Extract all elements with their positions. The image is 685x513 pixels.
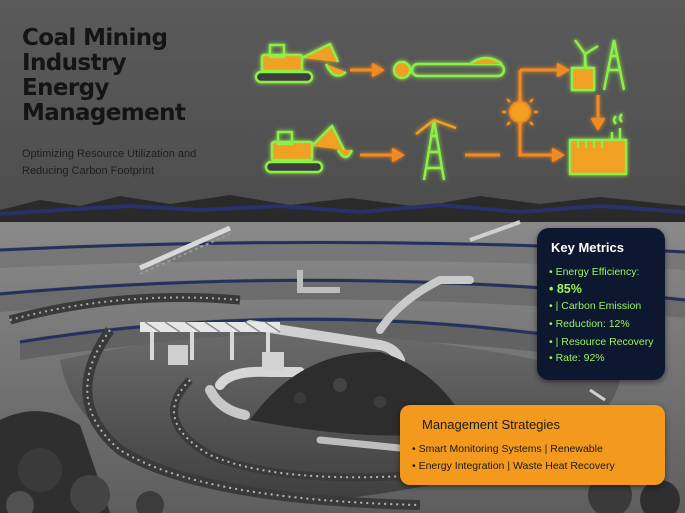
title-line-1: Coal Mining [22,25,168,51]
bullet-icon: • [412,443,419,455]
transmission-tower-icon [415,118,457,181]
excavator-icon [264,123,354,174]
page-title: Coal Mining Industry Energy Management [22,26,222,126]
power-plant-icon [568,113,628,176]
key-metrics-title: Key Metrics [551,240,624,255]
page-subtitle: Optimizing Resource Utilization and Redu… [22,146,222,180]
conveyor-icon [392,56,506,80]
sun-icon [502,94,538,130]
bullet-icon: • [549,336,556,348]
bullet-icon: • [549,266,556,278]
subtitle-line-1: Optimizing Resource Utilization and [22,148,197,160]
oil-rig-icon [602,39,626,91]
strategy-line-2: • Energy Integration | Waste Heat Recove… [412,460,615,472]
bullet-icon: • [549,352,556,364]
management-strategies-card: Management Strategies • Smart Monitoring… [400,405,665,485]
bulldozer-icon [254,42,347,84]
metric-carbon-emission-value: • Reduction: 12% [549,318,630,330]
subtitle-line-2: Reducing Carbon Footprint [22,165,155,177]
metric-energy-efficiency-label: • Energy Efficiency: [549,266,640,278]
bullet-icon: • [549,318,556,330]
metric-resource-recovery-label: • | Resource Recovery [549,336,654,348]
management-strategies-title: Management Strategies [422,417,561,432]
metric-carbon-emission-label: • | Carbon Emission [549,300,642,312]
metric-energy-efficiency-value: • 85% [549,282,582,296]
title-line-2: Industry [22,50,127,76]
strategy-line-1: • Smart Monitoring Systems | Renewable [412,443,603,455]
title-line-3: Energy [22,75,109,101]
bullet-icon: • [412,460,419,472]
bullet-icon: • [549,300,556,312]
key-metrics-card: Key Metrics • Energy Efficiency: • 85% •… [537,228,665,380]
flow-arrows [350,62,606,163]
metric-resource-recovery-value: • Rate: 92% [549,352,605,364]
bullet-icon: • [549,282,557,296]
energy-flow-diagram [254,39,628,181]
wind-turbine-icon [570,39,599,92]
title-line-4: Management [22,100,186,126]
